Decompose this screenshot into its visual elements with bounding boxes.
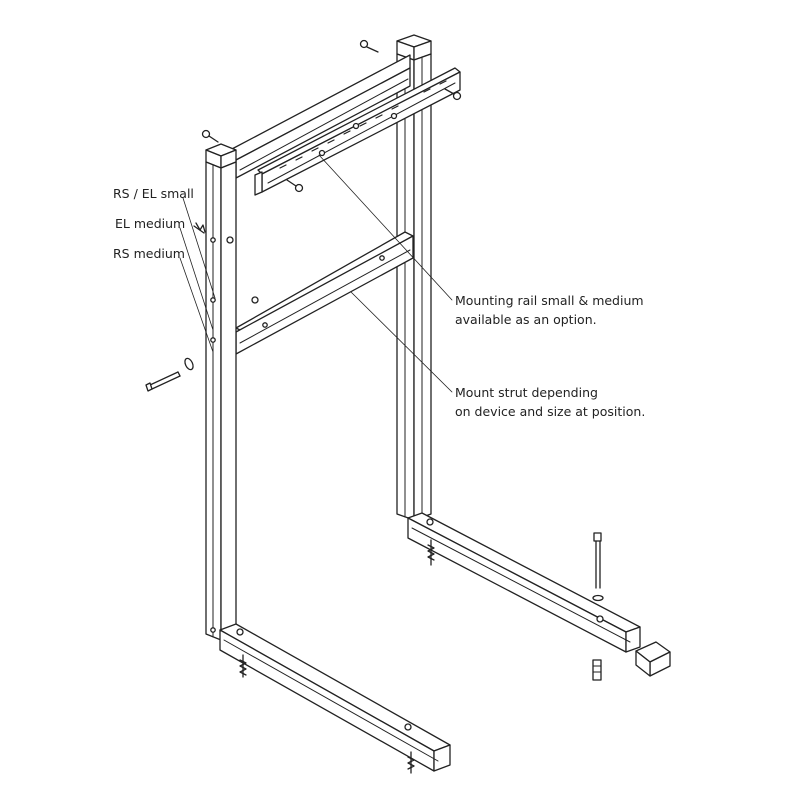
threaded-insert-icon [592, 659, 602, 681]
end-cap-icon [635, 641, 671, 677]
screw-rail-left-icon [286, 179, 304, 193]
label-rs-medium: RS medium [113, 246, 185, 261]
long-bolt-icon [592, 532, 604, 602]
side-bolt-icon [145, 357, 194, 392]
label-rail-line2: available as an option. [455, 312, 597, 327]
label-rail-line1: Mounting rail small & medium [455, 293, 644, 308]
levelling-foot-left [239, 654, 247, 678]
label-el-medium: EL medium [115, 216, 185, 231]
right-foot [407, 512, 641, 653]
left-foot [219, 623, 451, 772]
top-crossbar [229, 54, 411, 179]
screw-top-icon [359, 39, 379, 53]
label-strut-line2: on device and size at position. [455, 404, 645, 419]
levelling-foot-back [427, 539, 435, 566]
leader-lines [179, 154, 453, 393]
label-rs-el-small: RS / EL small [113, 186, 194, 201]
levelling-foot-front [407, 751, 415, 774]
screw-rail-right-icon [444, 88, 462, 101]
label-strut-line1: Mount strut depending [455, 385, 598, 400]
mount-strut [235, 231, 414, 355]
screw-rail-inner-icon [318, 112, 398, 157]
screw-strut-icon [226, 236, 259, 304]
screw-top-left-icon [201, 129, 219, 143]
left-upright [205, 143, 237, 641]
anchor-bolt-icon [193, 222, 206, 234]
mounting-rail [254, 67, 461, 196]
